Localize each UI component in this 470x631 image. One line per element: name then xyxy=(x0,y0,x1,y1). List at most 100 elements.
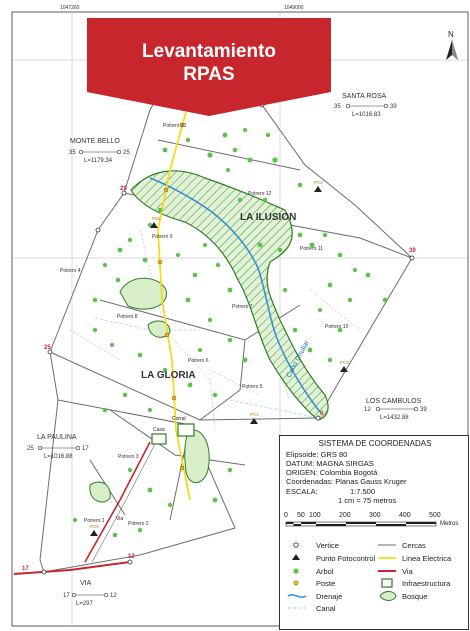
corral-label: Corral xyxy=(172,416,186,422)
scale-value: 1:7.500 xyxy=(350,487,376,496)
scale-tick-100: 100 xyxy=(309,512,321,519)
scale-tick-300: 300 xyxy=(369,512,381,519)
via-road-label: Via xyxy=(116,516,123,522)
vertex-label-12: 12 xyxy=(128,554,135,560)
road-via xyxy=(13,561,131,575)
house-icon xyxy=(151,433,167,445)
los-cambulos-right: 39 xyxy=(420,407,427,413)
control-label-5: PC5 xyxy=(90,524,99,529)
casa-label: Casa xyxy=(153,427,165,433)
legend-bosque: Bosque xyxy=(402,592,428,601)
control-label-4: PC4 xyxy=(250,412,259,417)
la-paulina-name: LA PAULINA xyxy=(37,434,77,441)
control-label-2: PC2 xyxy=(314,180,323,185)
monte-bello-length: L=1179.34 xyxy=(84,158,113,164)
scale-tick-0: 0 xyxy=(284,512,288,519)
north-arrow-icon xyxy=(446,40,458,60)
road-via-branch-outline xyxy=(91,441,157,563)
scale-tick-200: 200 xyxy=(339,512,351,519)
coord-datum: DATUM: MAGNA SIRGAS xyxy=(286,459,374,468)
power-poles xyxy=(157,122,185,471)
coord-ellipsoid: Elipsoide: GRS 80 xyxy=(286,450,348,459)
legend-drenaje: Drenaje xyxy=(316,592,343,601)
scale-tick-400: 400 xyxy=(399,512,411,519)
legend-pole-icon xyxy=(293,580,299,586)
via-length: L=297 xyxy=(76,601,94,607)
power-line xyxy=(157,111,191,501)
via-left: 17 xyxy=(63,593,70,599)
area-la-gloria: LA GLORIA xyxy=(141,370,196,381)
santa-rosa-name: SANTA ROSA xyxy=(342,93,387,100)
title-banner xyxy=(87,18,331,116)
farm-santa-rosa: SANTA ROSA 35 39 L=1016.83 xyxy=(334,93,397,118)
grid-label-x2: 1049000 xyxy=(284,5,304,11)
potrero-13: Potrero 13 xyxy=(163,123,187,129)
legend-canal: Canal xyxy=(316,604,336,613)
banner-title: Levantamiento RPAS xyxy=(87,40,331,86)
vertex-label-39: 39 xyxy=(409,248,416,254)
road-via-branch xyxy=(84,441,151,563)
scale-bar xyxy=(285,521,437,527)
monte-bello-left: 35 xyxy=(69,150,76,156)
legend-control-icon xyxy=(292,554,300,560)
la-paulina-length: L=1016.88 xyxy=(44,454,73,460)
forest-sw xyxy=(89,481,111,503)
fence-dashes xyxy=(69,229,361,431)
scale-tick-50: 50 xyxy=(297,512,305,519)
forest-areas xyxy=(89,170,329,503)
monte-bello-name: MONTE BELLO xyxy=(70,138,120,145)
scale-label: ESCALA: xyxy=(286,487,318,496)
potrero-8: Potrero 8 xyxy=(117,314,138,320)
farm-la-paulina: LA PAULINA 25 17 L=1016.88 xyxy=(27,434,89,460)
legend-poste: Poste xyxy=(316,579,336,588)
legend-vertice: Vertice xyxy=(316,541,339,550)
legend-symbols xyxy=(287,542,397,609)
corral-icon xyxy=(177,423,195,437)
la-paulina-left: 25 xyxy=(27,446,34,452)
grid-label-x1: 1047260 xyxy=(60,5,80,11)
legend-via: Via xyxy=(402,567,413,576)
legend-infraestructura: Infraestructura xyxy=(402,579,451,588)
potrero-1: Potrero 1 xyxy=(84,518,105,524)
legend-linea-electrica: Linea Electrica xyxy=(402,554,452,563)
scale-equivalence: 1 cm = 75 metros xyxy=(338,496,397,505)
forest-main xyxy=(130,170,329,421)
potrero-10: Potrero 10 xyxy=(325,324,349,330)
los-cambulos-length: L=1432.88 xyxy=(380,415,409,421)
vertex-label-6: 6 xyxy=(320,411,324,417)
legend-infra-icon xyxy=(381,578,393,588)
north-label: N xyxy=(448,30,454,39)
santa-rosa-right: 39 xyxy=(390,104,397,110)
potrero-9: Potrero 9 xyxy=(152,234,173,240)
banner-line-2: RPAS xyxy=(183,64,235,85)
farm-los-cambulos: LOS CAMBULOS 12 39 L=1432.88 xyxy=(364,398,427,421)
tree-points xyxy=(72,127,388,538)
coord-system-title: SISTEMA DE COORDENADAS xyxy=(318,439,432,448)
potrero-12: Potrero 12 xyxy=(248,191,272,197)
legend-panel: SISTEMA DE COORDENADAS Elipsoide: GRS 80… xyxy=(279,435,469,630)
potrero-5: Potrero 5 xyxy=(242,384,263,390)
potrero-7: Potrero 7 xyxy=(232,304,253,310)
forest-small-1 xyxy=(147,320,171,338)
via-right: 12 xyxy=(110,593,117,599)
control-points: PC1 PC2 PC3 PC4 PC5 xyxy=(90,180,349,536)
legend-vertex-icon xyxy=(293,542,299,548)
control-label-1: PC1 xyxy=(152,216,161,221)
forest-west xyxy=(119,277,167,310)
area-la-ilusion: LA ILUSION xyxy=(240,212,296,223)
potrero-6: Potrero 6 xyxy=(188,358,209,364)
farm-via: VIA 17 12 L=297 xyxy=(63,580,117,607)
scale-unit: Metros xyxy=(440,521,459,527)
vertex-label-25: 25 xyxy=(44,345,51,351)
vertex-label-17: 17 xyxy=(22,566,29,572)
coord-type: Coordenadas: Planas Gauss Kruger xyxy=(286,477,407,486)
control-label-3: PC3 xyxy=(340,360,349,365)
vertex-label-29: 29 xyxy=(120,186,127,192)
legend-cercas: Cercas xyxy=(402,541,426,550)
drainage-stream xyxy=(149,177,321,413)
potrero-11: Potrero 11 xyxy=(300,246,323,252)
legend-drainage-icon xyxy=(287,594,307,598)
potrero-3: Potrero 3 xyxy=(118,454,139,460)
legend-arbol: Arbol xyxy=(316,567,334,576)
